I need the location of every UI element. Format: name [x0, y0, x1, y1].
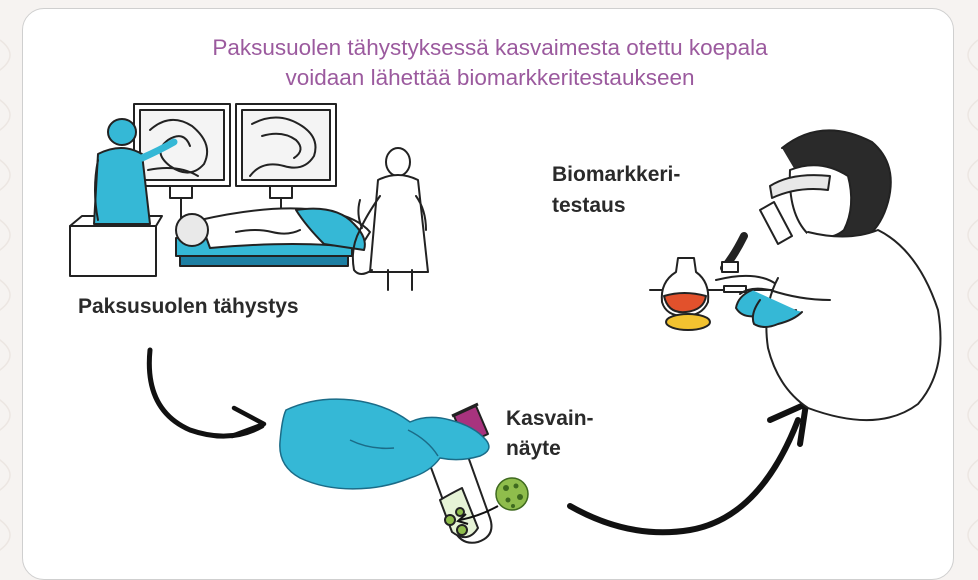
gloved-hand	[279, 398, 490, 490]
arrow-right-curve	[567, 401, 809, 536]
illustration	[69, 103, 942, 544]
petri-dish-icon	[665, 313, 711, 331]
biomarker-label-line2: testaus	[552, 194, 626, 217]
colonoscopy-illustration	[69, 103, 429, 291]
flask-icon	[660, 257, 710, 317]
sample-illustration	[279, 398, 529, 544]
tumor-sample-icon	[495, 477, 529, 511]
diagram-title-line2: voidaan lähettää biomarkkeritestaukseen	[285, 65, 695, 90]
lab-illustration	[649, 129, 942, 422]
microscope-icon	[715, 201, 793, 293]
endoscopy-monitor-right	[235, 103, 337, 219]
sample-label-line1: Kasvain-	[506, 407, 594, 430]
sample-label-line2: näyte	[506, 437, 561, 460]
arrow-left-curve	[146, 347, 267, 439]
biomarker-label-line1: Biomarkkeri-	[552, 163, 681, 186]
colonoscopy-label: Paksusuolen tähystys	[78, 295, 299, 318]
diagram-title-line1: Paksusuolen tähystyksessä kasvaimesta ot…	[212, 35, 768, 60]
endoscopy-monitor-left	[133, 103, 231, 219]
doctor-figure	[351, 147, 429, 291]
surgeon-figure	[93, 118, 178, 225]
technician-figure	[735, 129, 942, 422]
